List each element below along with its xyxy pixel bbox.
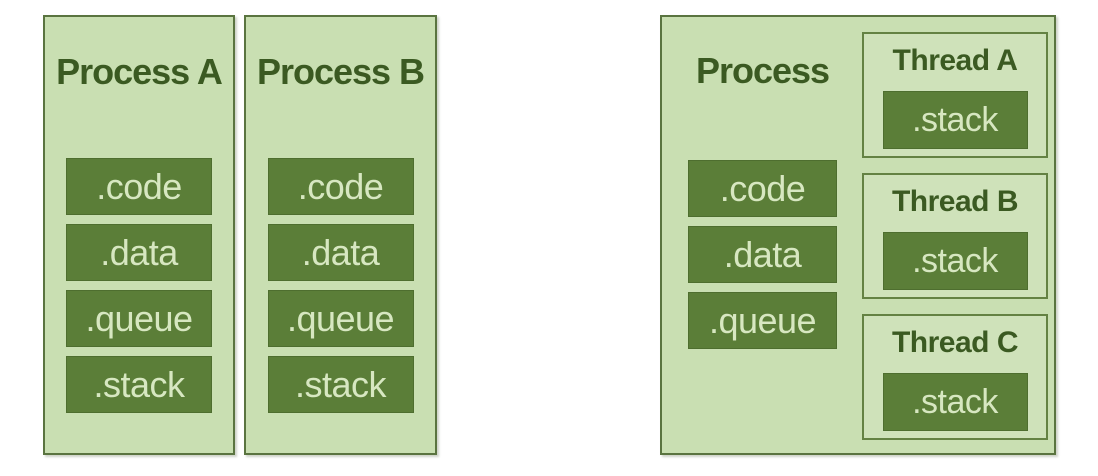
segment-queue: .queue <box>66 290 212 347</box>
segment-queue: .queue <box>267 290 414 347</box>
segment-queue: .queue <box>688 292 837 349</box>
segment-data: .data <box>688 226 837 283</box>
thread-c-box: Thread C .stack <box>862 314 1048 440</box>
thread-b-stack-segment: .stack <box>882 232 1028 290</box>
process-a-segments: .code .data .queue .stack <box>45 158 233 413</box>
thread-b-title: Thread B <box>891 185 1019 218</box>
process-b-title: Process B <box>256 51 425 92</box>
process-b-segments: .code .data .queue .stack <box>246 158 435 413</box>
segment-code: .code <box>267 158 414 215</box>
process-a-title: Process A <box>56 51 223 92</box>
thread-c-title: Thread C <box>891 326 1019 359</box>
thread-a-box: Thread A .stack <box>862 32 1048 158</box>
segment-stack: .stack <box>267 356 414 413</box>
segment-code: .code <box>688 160 837 217</box>
segment-stack: .stack <box>66 356 212 413</box>
thread-a-stack-segment: .stack <box>882 91 1028 149</box>
thread-c-stack-segment: .stack <box>882 373 1028 431</box>
process-a-panel: Process A .code .data .queue .stack <box>43 15 235 455</box>
process-title: Process <box>695 50 830 91</box>
threads-column: Thread A .stack Thread B .stack Thread C… <box>862 32 1048 440</box>
process-b-panel: Process B .code .data .queue .stack <box>244 15 437 455</box>
segment-data: .data <box>66 224 212 281</box>
segment-data: .data <box>267 224 414 281</box>
process-shared-segments: .code .data .queue <box>688 160 837 349</box>
thread-a-title: Thread A <box>892 44 1018 77</box>
segment-code: .code <box>66 158 212 215</box>
multithreaded-process-panel: Process .code .data .queue Thread A .sta… <box>660 15 1056 455</box>
thread-b-box: Thread B .stack <box>862 173 1048 299</box>
